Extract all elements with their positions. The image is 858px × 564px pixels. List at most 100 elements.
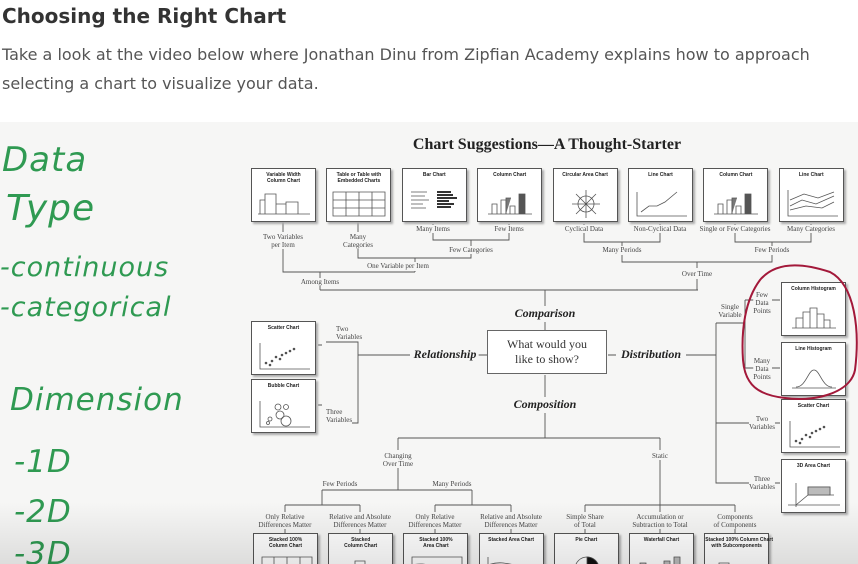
stacked-100-area-icon: [411, 556, 463, 564]
line-histogram-icon: [792, 369, 836, 389]
stacked-100-column-icon: [261, 556, 313, 564]
column-chart-icon: [714, 193, 759, 215]
label-comp-0: Only Relative Differences Matter: [258, 513, 312, 529]
chart-box-composition: Stacked 100% Column Chart with Subcompon…: [704, 533, 773, 564]
column-chart-icon: [488, 193, 533, 215]
3d-area-icon: [788, 483, 840, 507]
chart-box-title: Stacked 100% Column Chart with Subcompon…: [705, 537, 773, 549]
label-few-items: Few Items: [494, 225, 524, 233]
variable-width-column-icon: [258, 193, 310, 215]
label-comp-few-periods: Few Periods: [322, 480, 358, 488]
waterfall-icon: [639, 556, 681, 564]
stacked-column-icon: [354, 560, 366, 564]
bar-chart-icon: [410, 191, 457, 209]
note-1d: -1D: [14, 444, 72, 480]
diagram-title: Chart Suggestions—A Thought-Starter: [412, 136, 682, 153]
intro-paragraph: Take a look at the video below where Jon…: [2, 45, 810, 93]
stacked-area-icon: [487, 557, 512, 564]
note-3d: -3D: [14, 536, 72, 564]
chart-box-title: Pie Chart: [575, 537, 598, 543]
chart-box-title: Column Chart: [493, 172, 527, 178]
chart-box-title: Column Histogram: [791, 286, 836, 292]
chart-box-top: Circular Area Chart: [552, 168, 618, 222]
label-comp-4: Simple Share of Total: [566, 513, 604, 529]
pie-chart-icon: [575, 556, 599, 564]
chart-box-top: Line Chart: [778, 168, 844, 222]
chart-box-title: Bubble Chart: [267, 383, 300, 389]
chart-box-title: Stacked 100% Area Chart: [419, 537, 453, 549]
note-data: Data: [2, 140, 88, 180]
label-single-few-categories: Single or Few Categories: [699, 225, 771, 233]
label-two-variables: Two Variables: [336, 325, 363, 341]
chart-box-title: Stacked 100% Column Chart: [268, 537, 303, 549]
label-static: Static: [652, 452, 668, 460]
label-two-variables-per-item: Two Variables per Item: [262, 233, 304, 249]
label-few-periods: Few Periods: [754, 246, 790, 254]
label-non-cyclical-data: Non-Cyclical Data: [633, 225, 687, 233]
line-chart-icon: [636, 191, 687, 217]
stacked-subcomponents-icon: [718, 562, 730, 564]
chart-box-title: Scatter Chart: [267, 325, 300, 331]
label-three-variables: Three Variables: [326, 408, 353, 424]
chart-box-relationship: Scatter Chart: [251, 321, 316, 375]
label-many-items: Many Items: [416, 225, 450, 233]
label-comp-3: Relative and Absolute Differences Matter: [480, 513, 542, 529]
chart-box-title: Line Histogram: [795, 346, 832, 352]
label-dist-two-variables: Two Variables: [748, 415, 776, 431]
scatter-icon: [259, 343, 310, 370]
chart-box-distribution: 3D Area Chart: [781, 459, 846, 513]
label-comp-1: Relative and Absolute Differences Matter: [329, 513, 391, 529]
chart-box-composition: Stacked 100% Area Chart: [403, 533, 469, 564]
label-single-variable: Single Variable: [718, 303, 742, 319]
note-categorical: -categorical: [0, 292, 172, 323]
chart-box-top: Table or Table with Embedded Charts: [326, 168, 392, 222]
label-changing-over-time: Changing Over Time: [382, 452, 414, 468]
label-many-categories-time: Many Categories: [786, 225, 836, 233]
column-histogram-icon: [792, 307, 836, 329]
circular-area-icon: [571, 190, 600, 218]
chart-box-top: Line Chart: [628, 168, 693, 222]
label-few-data-points: Few Data Points: [753, 291, 771, 315]
chart-box-title: Scatter Chart: [797, 403, 830, 409]
chart-box-distribution: Scatter Chart: [781, 399, 846, 453]
chart-box-composition: Pie Chart: [553, 533, 619, 564]
chart-box-distribution: Column Histogram: [781, 282, 846, 336]
page-title: Choosing the Right Chart: [2, 4, 287, 28]
multi-line-chart-icon: [787, 190, 838, 217]
chart-box-title: Column Chart: [719, 172, 753, 178]
chart-box-title: Line Chart: [648, 172, 673, 178]
chart-box-title: Stacked Column Chart: [344, 537, 378, 549]
label-over-time: Over Time: [681, 270, 713, 278]
label-cyclical-data: Cyclical Data: [564, 225, 604, 233]
bubble-icon: [259, 401, 310, 428]
label-many-data-points: Many Data Points: [753, 357, 771, 381]
category-distribution: Distribution: [618, 347, 684, 362]
chart-box-title: Variable Width Column Chart: [266, 172, 301, 184]
chart-box-title: Waterfall Chart: [643, 537, 680, 543]
label-many-categories: Many Categories: [343, 233, 373, 249]
category-composition: Composition: [511, 397, 579, 412]
label-comp-2: Only Relative Differences Matter: [408, 513, 462, 529]
note-type: Type: [6, 188, 96, 229]
chart-box-title: 3D Area Chart: [796, 463, 831, 469]
label-few-categories: Few Categories: [449, 246, 493, 254]
chart-box-composition: Stacked Area Chart: [478, 533, 544, 564]
chart-box-top: Column Chart: [703, 168, 769, 222]
label-many-periods: Many Periods: [602, 246, 642, 254]
question-box: What would you like to show?: [487, 330, 607, 374]
note-continuous: -continuous: [0, 252, 170, 283]
chart-box-composition: Stacked 100% Column Chart: [253, 533, 318, 564]
chart-box-composition: Stacked Column Chart: [328, 533, 394, 564]
note-2d: -2D: [14, 494, 72, 530]
scatter-icon: [789, 421, 840, 448]
chart-box-top: Column Chart: [477, 168, 543, 222]
chart-box-title: Stacked Area Chart: [488, 537, 535, 543]
label-dist-three-variables: Three Variables: [748, 475, 776, 491]
category-relationship: Relationship: [411, 347, 479, 362]
chart-box-top: Variable Width Column Chart: [251, 168, 316, 222]
table-icon: [332, 191, 386, 217]
category-comparison: Comparison: [512, 306, 578, 321]
chart-box-title: Bar Chart: [422, 172, 446, 178]
